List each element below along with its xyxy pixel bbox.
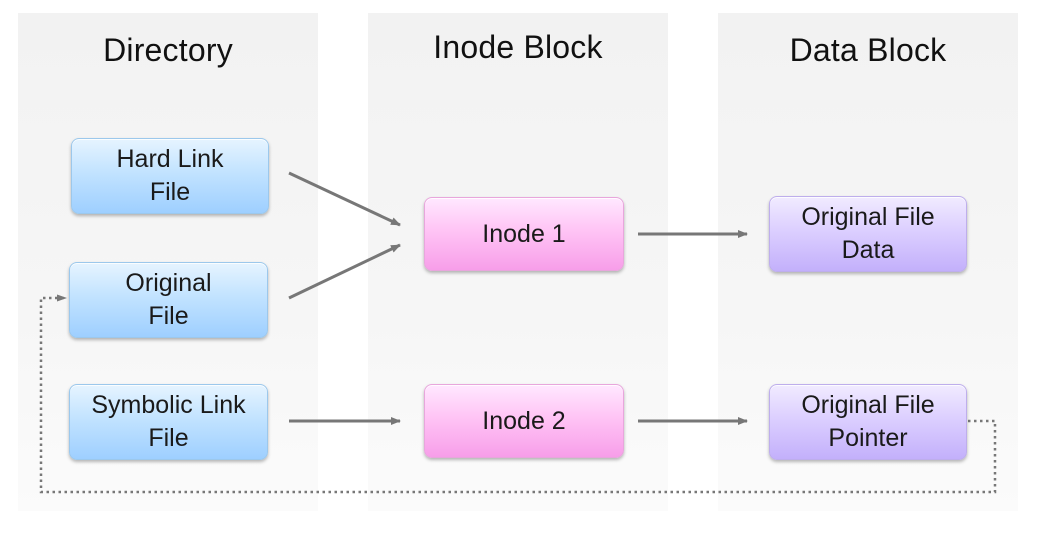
arrow-original-file-to-inode-1	[288, 243, 401, 300]
arrow-hard-link-to-inode-1	[288, 171, 401, 227]
directory-column-title: Directory	[103, 32, 233, 68]
inode-block-column-title: Inode Block	[433, 29, 603, 65]
symbolic-link-file-node: Symbolic Link File	[69, 384, 268, 460]
inode-1-node: Inode 1	[424, 197, 624, 271]
hard-link-file-node: Hard Link File	[71, 138, 269, 214]
inode-1-label: Inode 1	[482, 219, 566, 248]
original-file-data-label: Original File Data	[801, 203, 935, 264]
original-file-data-node: Original File Data	[769, 196, 967, 272]
original-file-pointer-label: Original File Pointer	[801, 391, 935, 452]
inode-2-node: Inode 2	[424, 384, 624, 458]
original-file-label: Original File	[125, 269, 212, 330]
data-block-column-title: Data Block	[789, 32, 947, 68]
dotted-arrow-pointer-to-original-file	[39, 294, 997, 494]
inode-2-label: Inode 2	[482, 406, 566, 435]
hard-link-file-label: Hard Link File	[116, 145, 224, 206]
original-file-node: Original File	[69, 262, 268, 338]
symbolic-link-file-label: Symbolic Link File	[91, 391, 246, 452]
original-file-pointer-node: Original File Pointer	[769, 384, 967, 460]
